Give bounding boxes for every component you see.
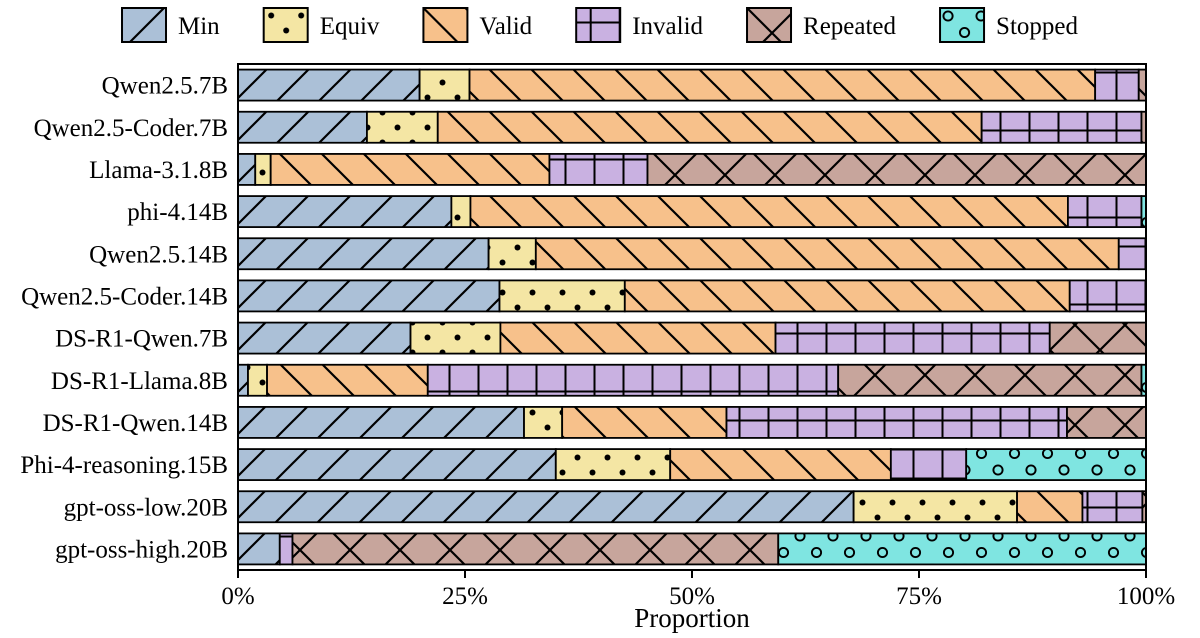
bar-segment-hatch-. [409,321,502,355]
legend-label: Valid [479,13,532,40]
bar-segment-hatch-+ [1067,195,1143,228]
bar-segment-hatch-fwd [237,321,412,355]
bar-segment-hatch-fwd [237,448,557,481]
legend-label: Equiv [320,13,380,40]
bar-segment-hatch-. [247,363,268,397]
y-category-label: DS-R1-Llama.8B [51,368,228,395]
bar-segment-hatch-x [1048,321,1147,355]
bar-segment-hatch-back [499,321,777,355]
x-tick-label: 75% [896,583,942,610]
bar-segment-hatch-+ [426,363,840,397]
bar-segment-hatch-o [777,532,1147,566]
legend-label: Invalid [632,13,703,40]
y-category-label: Phi-4-reasoning.15B [20,452,228,479]
bar-segment-hatch-x [1066,406,1147,439]
bar-segment-hatch-+ [774,321,1051,355]
bar-segment-hatch-back [534,237,1120,271]
y-category-label: gpt-oss-high.20B [55,536,228,563]
bar-segment-hatch-back [436,110,983,144]
bar-segment-hatch-fwd [237,68,421,102]
legend-label: Repeated [803,13,897,40]
bar-segment-hatch-. [852,490,1018,524]
bar-segment-hatch-back [623,279,1071,313]
legend-swatch-hatch-icon [939,7,986,43]
bar-segment-hatch-back [1016,490,1084,524]
legend-item-min: Min [121,7,220,43]
y-category-label: gpt-oss-low.20B [64,494,228,521]
legend-item-repeated: Repeated [746,7,897,43]
bar-segment-hatch-. [487,237,537,271]
legend-item-stopped: Stopped [939,7,1078,43]
bar-segment-hatch-back [469,195,1069,228]
bar-segment-hatch-o [965,448,1147,481]
bar-segment-hatch-+ [1081,490,1144,524]
y-category-label: phi-4.14B [127,199,228,226]
x-axis-title: Proportion [634,603,750,633]
y-category-label: Qwen2.5-Coder.7B [34,115,228,142]
bar-segment-hatch-. [366,110,439,144]
x-tick-label: 50% [669,583,715,610]
legend-swatch-hatch-icon [575,7,622,43]
y-category-label: Llama-3.1.8B [89,157,228,184]
bar-segment-hatch-. [554,448,672,481]
y-category-label: Qwen2.5.14B [89,241,228,268]
bar-segment-hatch-. [450,195,472,228]
x-tick-label: 100% [1117,583,1175,610]
bar-segment-hatch-+ [725,406,1068,439]
bar-segment-hatch-back [269,153,551,186]
bar-segment-hatch-fwd [237,237,490,271]
legend-item-valid: Valid [422,7,533,43]
bar-segment-hatch-+ [980,110,1143,144]
bar-segment-hatch-+ [548,153,649,186]
bar-segment-hatch-fwd [237,490,855,524]
bar-segment-hatch-back [561,406,728,439]
legend-swatch-hatch-icon [262,7,309,43]
bars-group [237,68,1147,566]
y-category-label: Qwen2.5.7B [102,73,228,100]
bar-segment-hatch-fwd [237,532,281,566]
bar-segment-hatch-fwd [237,279,501,313]
bar-segment-hatch-x [837,363,1143,397]
x-tick-label: 25% [442,583,488,610]
bar-segment-hatch-+ [1068,279,1147,313]
bar-segment-hatch-x [1137,68,1147,102]
bar-segment-hatch-fwd [237,363,249,397]
bar-segment-hatch-back [669,448,892,481]
bar-segment-hatch-fwd [237,153,257,186]
legend-item-invalid: Invalid [575,7,704,43]
bar-segment-hatch-. [498,279,626,313]
bar-segment-hatch-+ [1117,237,1147,271]
bar-segment-hatch-. [254,153,272,186]
legend-label: Stopped [996,13,1078,40]
y-category-label: DS-R1-Qwen.14B [43,410,228,437]
bar-segment-hatch-fwd [237,406,525,439]
bar-segment-hatch-+ [889,448,968,481]
y-category-label: DS-R1-Qwen.7B [55,326,228,353]
bar-segment-hatch-. [418,68,471,102]
bar-segment-hatch-fwd [237,195,453,228]
bar-segment-hatch-. [523,406,564,439]
bar-segment-hatch-back [266,363,429,397]
bar-segment-hatch-fwd [237,110,368,144]
y-category-label: Qwen2.5-Coder.14B [21,283,228,310]
bar-segment-hatch-back [468,68,1097,102]
legend-swatch-hatch-icon [422,7,469,43]
bar-segment-hatch-x [291,532,780,566]
legend-item-equiv: Equiv [262,7,380,43]
legend-swatch-hatch-icon [746,7,793,43]
bar-segment-hatch-+ [1094,68,1140,102]
x-tick-label: 0% [221,583,254,610]
legend-swatch-hatch-icon [121,7,168,43]
bar-segment-hatch-x [646,153,1147,186]
bar-segment-hatch-+ [278,532,294,566]
legend-label: Min [178,13,220,40]
legend: Min Equiv Valid Invalid Repeated Stopped [121,7,1078,43]
